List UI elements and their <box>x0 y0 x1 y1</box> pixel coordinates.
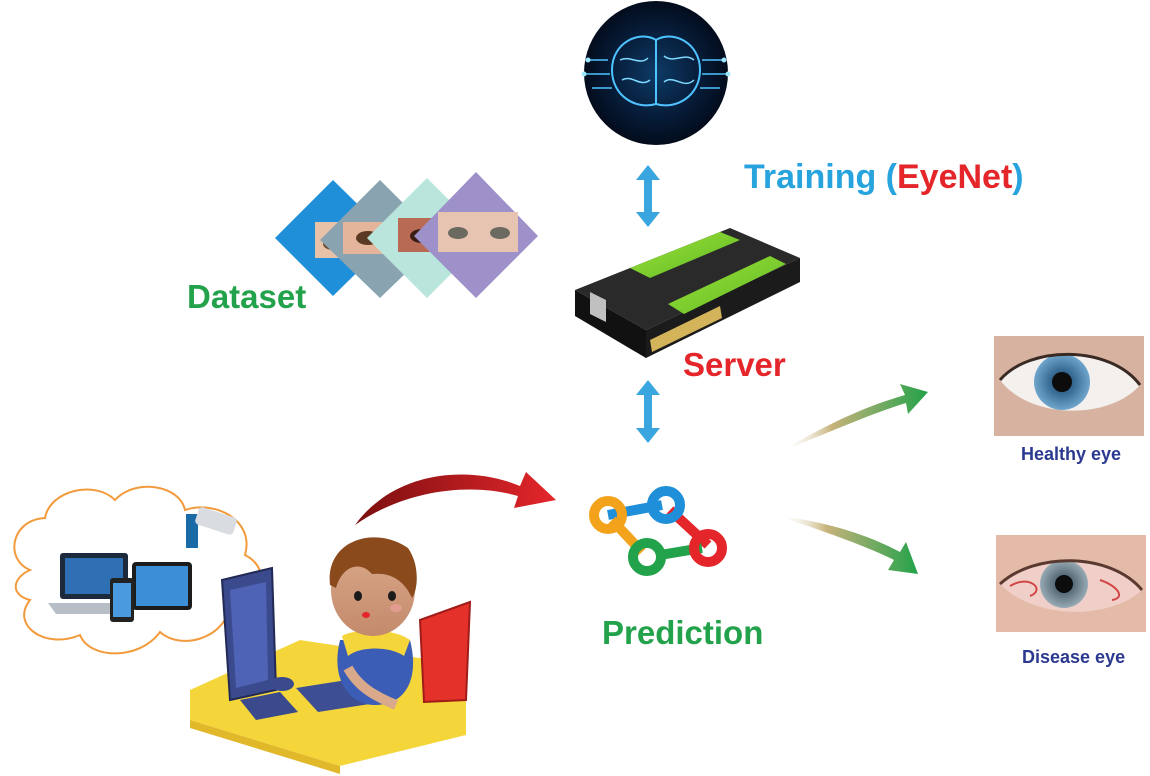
disease-eye-label: Disease eye <box>1022 647 1126 667</box>
disease-eye-image <box>996 535 1146 632</box>
devices-cloud-icon <box>13 485 263 655</box>
dataset-label: Dataset <box>187 278 307 315</box>
double-arrow-icon <box>636 380 660 443</box>
brain-icon <box>581 1 731 145</box>
gpu-server-icon <box>575 228 800 358</box>
output-arrow-healthy <box>780 384 928 452</box>
user-at-computer-icon <box>190 537 472 774</box>
healthy-eye-image <box>994 336 1144 436</box>
training-model-name: EyeNet <box>897 158 1013 196</box>
prediction-label: Prediction <box>602 614 764 651</box>
prediction-network-icon <box>589 486 727 576</box>
dataset-image-stack <box>275 172 538 298</box>
healthy-eye-label: Healthy eye <box>1021 444 1122 464</box>
input-arrow <box>355 472 556 525</box>
server-label: Server <box>683 346 786 383</box>
training-suffix: ) <box>1012 158 1024 196</box>
training-label: Training (EyeNet) <box>744 158 1024 197</box>
double-arrow-icon <box>636 165 660 227</box>
training-prefix: Training ( <box>744 158 897 196</box>
output-arrow-disease <box>778 516 918 574</box>
